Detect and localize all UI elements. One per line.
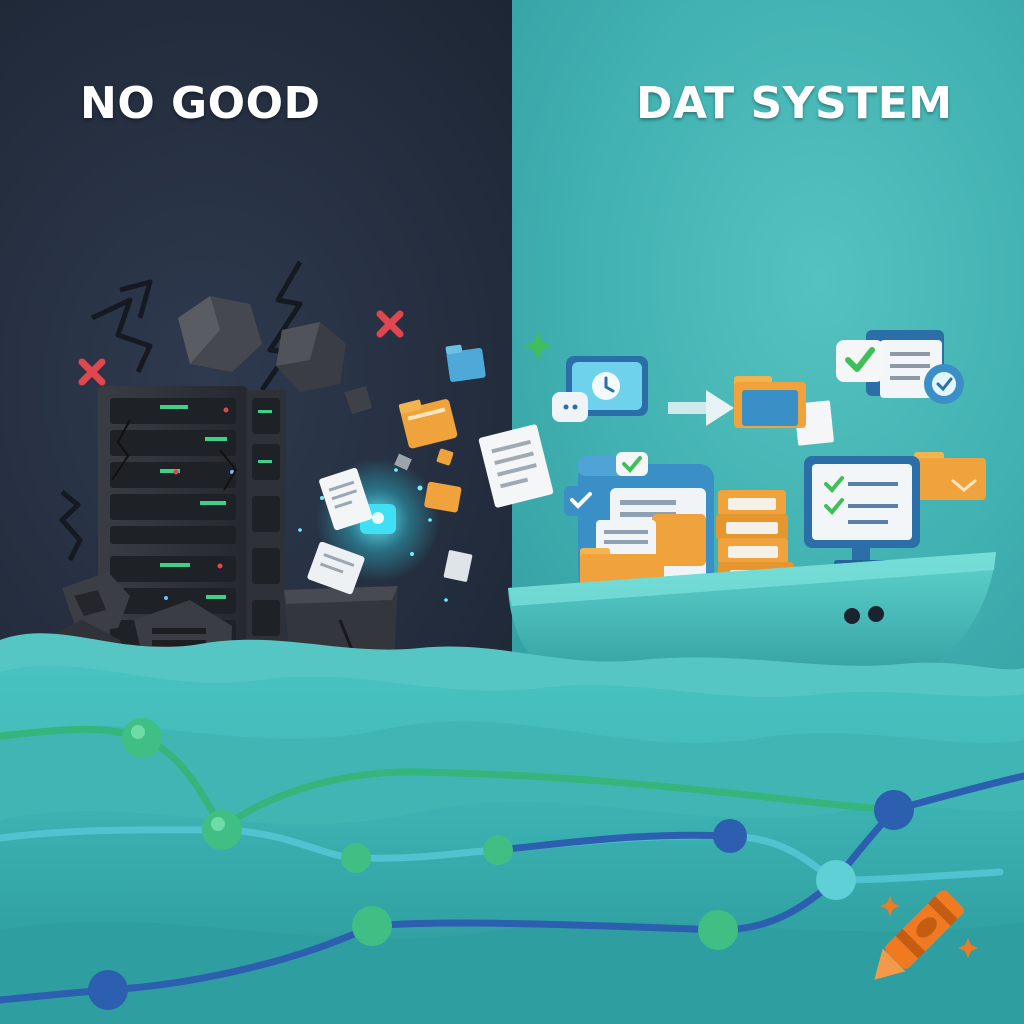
heading-no-good: NO GOOD [80, 78, 321, 129]
crayon-icon [874, 890, 978, 980]
organized-system [508, 330, 996, 690]
cargo-files [564, 452, 794, 590]
monitor-icon [804, 456, 920, 568]
heading-dat-system: DAT SYSTEM [636, 78, 953, 129]
broken-server-pile [40, 260, 554, 701]
boat-icon [508, 552, 996, 690]
network-nodes [88, 718, 914, 1010]
arrow-right-icon [668, 390, 734, 426]
folder-icon [734, 376, 834, 446]
x-mark-icon [78, 310, 404, 386]
sparkle-icon [524, 332, 552, 360]
rock-chunk [178, 296, 372, 414]
checklist-card [836, 330, 964, 404]
folder-icon [394, 344, 486, 513]
folder-icon [914, 452, 986, 500]
sparkle-icon [880, 896, 978, 958]
chat-icon [552, 356, 648, 422]
document-icon [307, 424, 554, 595]
